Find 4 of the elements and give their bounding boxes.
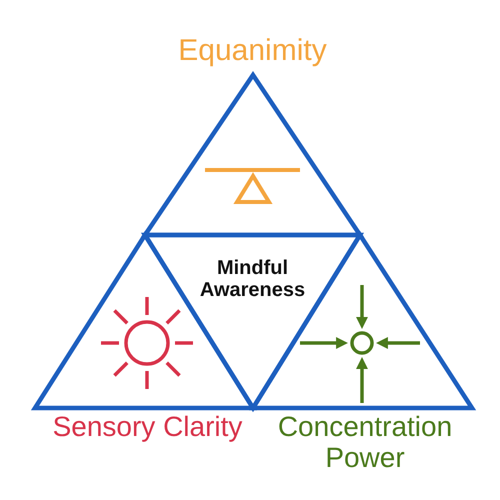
section-title: Equanimity [177,34,328,67]
section-title: Mindful Awareness [198,257,306,301]
section-title: Concentration Power [276,412,454,474]
section-title: Sensory Clarity [52,412,244,443]
